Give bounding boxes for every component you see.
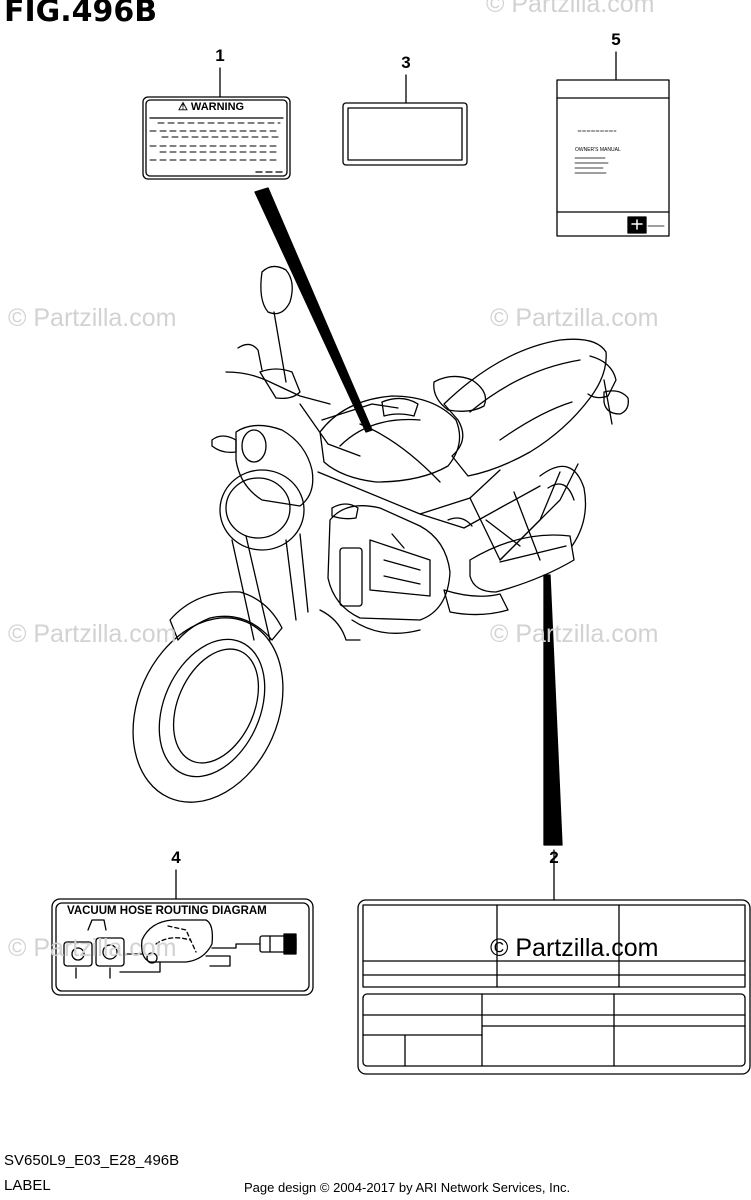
watermark-text: © Partzilla.com	[8, 304, 177, 332]
group-label: LABEL	[4, 1177, 51, 1194]
vacuum-hose-label-heading: VACUUM HOSE ROUTING DIAGRAM	[67, 905, 267, 917]
callout-3[interactable]: 3	[401, 53, 411, 72]
figure-title: FIG.496B	[4, 0, 158, 29]
info-table-label-drawing	[357, 849, 751, 1075]
watermark-text-overlay: © Partzilla.com	[490, 934, 659, 962]
warning-label-drawing	[142, 67, 291, 180]
blank-label-drawing	[342, 74, 468, 166]
watermark-text: © Partzilla.com	[490, 304, 659, 332]
callout-4[interactable]: 4	[171, 848, 181, 867]
vacuum-hose-label-drawing	[51, 869, 314, 996]
warning-label-heading: ⚠ WARNING	[178, 101, 245, 113]
motorcycle-drawing	[132, 265, 629, 803]
watermark-text: © Partzilla.com	[8, 620, 177, 648]
watermark-text: © Partzilla.com	[490, 620, 659, 648]
leader-lines	[254, 187, 563, 846]
owners-manual-heading: OWNER'S MANUAL	[575, 147, 621, 153]
watermark-text: © Partzilla.com	[486, 0, 655, 18]
figure-code: SV650L9_E03_E28_496B	[4, 1152, 180, 1169]
callout-2[interactable]: 2	[549, 848, 559, 867]
page-credit: Page design © 2004-2017 by ARI Network S…	[244, 1180, 571, 1195]
callout-1[interactable]: 1	[215, 46, 225, 65]
owners-manual-drawing	[556, 51, 670, 237]
callout-5[interactable]: 5	[611, 30, 621, 49]
watermark-text: © Partzilla.com	[8, 934, 177, 962]
